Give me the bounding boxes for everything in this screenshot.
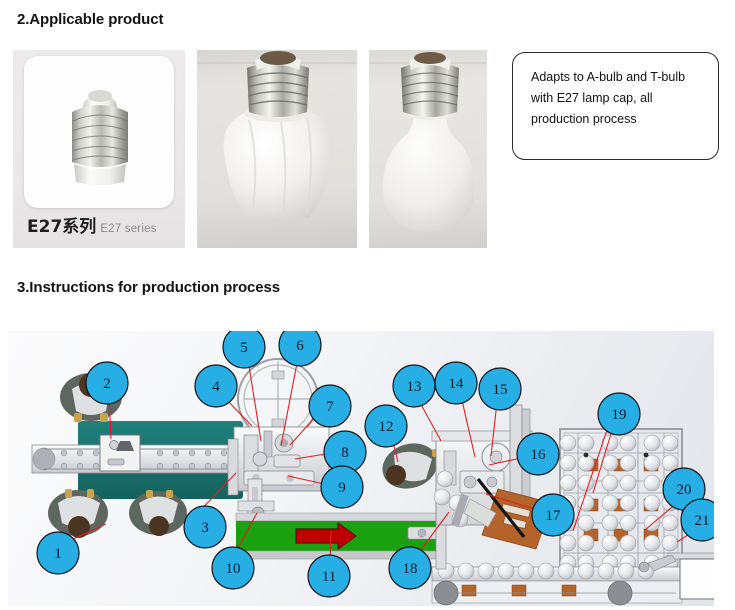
- callout-21-bubble[interactable]: [680, 498, 714, 542]
- callout-5[interactable]: 5: [222, 331, 266, 369]
- callout-12-label: 12: [379, 419, 394, 435]
- callout-14-bubble[interactable]: [434, 361, 478, 405]
- callout-17-bubble[interactable]: [531, 493, 575, 537]
- callout-15-label: 15: [493, 382, 508, 398]
- callout-1-label: 1: [54, 546, 62, 562]
- callout-14-label: 14: [449, 376, 465, 392]
- callout-7-label: 7: [326, 399, 334, 415]
- description-line-2: with E27 lamp cap, all: [531, 91, 653, 105]
- callout-18-bubble[interactable]: [388, 546, 432, 590]
- callout-6[interactable]: 6: [278, 331, 322, 367]
- callout-3-label: 3: [201, 520, 209, 536]
- callout-16-bubble[interactable]: [516, 432, 560, 476]
- callout-16[interactable]: 16: [516, 432, 560, 476]
- lamp-cap-caption-cn: E27系列: [27, 217, 97, 237]
- callout-7-bubble[interactable]: [308, 384, 352, 428]
- callout-19-label: 19: [612, 407, 627, 423]
- callout-21[interactable]: 21: [680, 498, 714, 542]
- callout-21-label: 21: [695, 513, 710, 529]
- callout-10-bubble[interactable]: [211, 546, 255, 590]
- callout-3-bubble[interactable]: [183, 505, 227, 549]
- diagram-sealing-station: [227, 358, 330, 526]
- callout-12-bubble[interactable]: [364, 404, 408, 448]
- callout-11-label: 11: [322, 569, 336, 585]
- callout-19[interactable]: 19: [597, 392, 641, 436]
- diagram-operator-3: [129, 490, 187, 536]
- callout-4[interactable]: 4: [194, 364, 238, 408]
- callout-2-bubble[interactable]: [85, 361, 129, 405]
- callout-12[interactable]: 12: [364, 404, 408, 448]
- callout-11-bubble[interactable]: [307, 554, 351, 598]
- product-photo-a-bulb: [197, 50, 357, 248]
- lamp-cap-caption-en: E27 series: [100, 223, 157, 235]
- callout-14[interactable]: 14: [434, 361, 478, 405]
- callout-15[interactable]: 15: [478, 367, 522, 411]
- diagram-return-conveyor: [431, 552, 714, 606]
- callout-6-bubble[interactable]: [278, 331, 322, 367]
- diagram-operator-1: [48, 489, 108, 538]
- callout-1-bubble[interactable]: [36, 531, 80, 575]
- callout-17-label: 17: [546, 508, 562, 524]
- callout-10[interactable]: 10: [211, 546, 255, 590]
- callout-13[interactable]: 13: [392, 364, 436, 408]
- callout-1[interactable]: 1: [36, 531, 80, 575]
- callout-3[interactable]: 3: [183, 505, 227, 549]
- callout-6-label: 6: [296, 338, 304, 354]
- callout-20[interactable]: 20: [662, 467, 706, 511]
- page-title-production-instructions: 3.Instructions for production process: [17, 279, 280, 296]
- page-title-applicable-product: 2.Applicable product: [17, 11, 164, 28]
- callout-9-label: 9: [338, 480, 346, 496]
- a-bulb-illustration: [197, 51, 357, 220]
- diagram-aging-rack: [559, 428, 683, 580]
- lamp-cap-illustration: [71, 90, 129, 185]
- description-line-1: Adapts to A-bulb and T-bulb: [531, 70, 686, 84]
- callout-19-bubble[interactable]: [597, 392, 641, 436]
- callout-8-label: 8: [341, 445, 349, 461]
- callout-4-bubble[interactable]: [194, 364, 238, 408]
- callout-7[interactable]: 7: [308, 384, 352, 428]
- t-bulb-illustration: [369, 52, 487, 232]
- callout-15-bubble[interactable]: [478, 367, 522, 411]
- lamp-cap-card: [24, 56, 174, 208]
- callout-18[interactable]: 18: [388, 546, 432, 590]
- conveyor-flow-arrow: [295, 522, 357, 550]
- callout-5-bubble[interactable]: [222, 331, 266, 369]
- callout-2[interactable]: 2: [85, 361, 129, 405]
- callout-18-label: 18: [403, 561, 418, 577]
- product-photo-t-bulb: [369, 50, 487, 248]
- callout-16-label: 16: [531, 447, 547, 463]
- callout-9[interactable]: 9: [320, 465, 364, 509]
- callout-2-label: 2: [103, 376, 111, 392]
- callout-13-label: 13: [407, 379, 422, 395]
- callout-11[interactable]: 11: [307, 554, 351, 598]
- description-callout-box: Adapts to A-bulb and T-bulb with E27 lam…: [512, 52, 719, 160]
- callout-20-label: 20: [677, 482, 692, 498]
- callout-10-label: 10: [226, 561, 241, 577]
- callout-4-label: 4: [212, 379, 220, 395]
- description-line-3: production process: [531, 112, 637, 126]
- callout-17[interactable]: 17: [531, 493, 575, 537]
- callout-9-bubble[interactable]: [320, 465, 364, 509]
- callout-5-label: 5: [240, 340, 248, 356]
